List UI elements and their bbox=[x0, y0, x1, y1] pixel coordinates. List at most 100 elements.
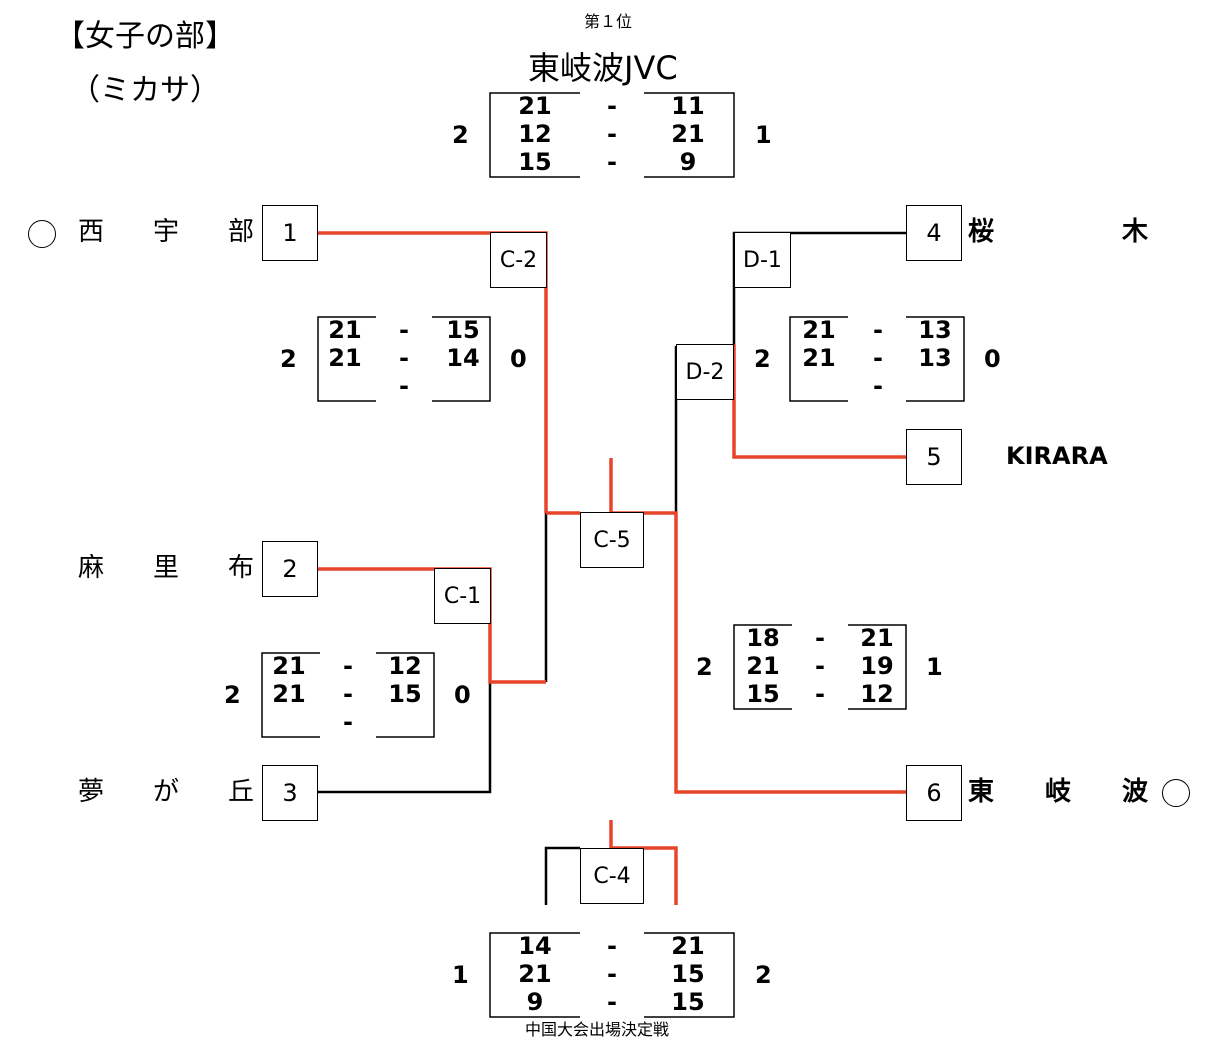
score-cell: 21 bbox=[328, 344, 362, 372]
team-1-name-char: 宇 bbox=[153, 217, 180, 247]
score-cell: 13 bbox=[918, 344, 952, 372]
score-cell: - bbox=[815, 624, 825, 652]
first-place-label: 第１位 bbox=[584, 12, 633, 31]
score-cell: - bbox=[343, 708, 353, 736]
score-cell: 14 bbox=[518, 932, 552, 960]
score-cell: - bbox=[343, 652, 353, 680]
score-cell: - bbox=[399, 344, 409, 372]
d1-left-sets: 2 bbox=[754, 345, 771, 373]
seed-box-2: 2 bbox=[262, 541, 318, 597]
team-2-name-char: 麻 bbox=[78, 553, 105, 583]
score-cell: - bbox=[607, 120, 617, 148]
score-cell: - bbox=[815, 680, 825, 708]
score-cell: 21 bbox=[328, 316, 362, 344]
team-4-name-char: 木 bbox=[1122, 217, 1149, 247]
match-box-d2: D-2 bbox=[676, 344, 734, 400]
final-right-sets: 1 bbox=[755, 121, 772, 149]
page-subtitle: （ミカサ） bbox=[70, 73, 220, 108]
score-cell: 21 bbox=[272, 652, 306, 680]
c2-left-sets: 2 bbox=[280, 345, 297, 373]
score-cell: 9 bbox=[679, 148, 697, 176]
team-6-name-char: 東 bbox=[968, 777, 995, 807]
d2-left-sets: 2 bbox=[696, 653, 713, 681]
score-cell: 12 bbox=[860, 680, 894, 708]
win-2-c1 bbox=[318, 567, 546, 684]
score-cell: - bbox=[815, 652, 825, 680]
team-5-name: KIRARA bbox=[1006, 442, 1108, 470]
score-cell: - bbox=[873, 372, 883, 400]
score-cell: - bbox=[607, 92, 617, 120]
champion-name: 東岐波JVC bbox=[528, 49, 678, 87]
team-4-name-char: 桜 bbox=[968, 217, 995, 247]
team-3-name-char: 丘 bbox=[228, 777, 255, 807]
page-title: 【女子の部】 bbox=[55, 19, 235, 54]
score-cell: - bbox=[607, 960, 617, 988]
team-2-name-char: 布 bbox=[228, 553, 255, 583]
score-cell: 15 bbox=[671, 960, 705, 988]
score-brackets bbox=[261, 92, 965, 1018]
score-cell: 21 bbox=[518, 960, 552, 988]
score-cell: 9 bbox=[526, 988, 544, 1016]
seed-box-1: 1 bbox=[262, 205, 318, 261]
bottom-label: 中国大会出場決定戦 bbox=[525, 1020, 670, 1039]
c2-right-sets: 0 bbox=[510, 345, 527, 373]
score-cell: 21 bbox=[671, 120, 705, 148]
score-cell: 21 bbox=[746, 652, 780, 680]
d2-right-sets: 1 bbox=[926, 653, 943, 681]
team-3-name-char: 夢 bbox=[78, 777, 105, 807]
score-cell: 14 bbox=[446, 344, 480, 372]
score-cell: 15 bbox=[671, 988, 705, 1016]
score-cell: 12 bbox=[388, 652, 422, 680]
score-cell: - bbox=[399, 316, 409, 344]
qualified-mark-icon bbox=[1162, 779, 1190, 807]
match-box-c4: C-4 bbox=[580, 848, 644, 904]
score-cell: 12 bbox=[518, 120, 552, 148]
score-cell: 21 bbox=[860, 624, 894, 652]
team-6-name-char: 波 bbox=[1122, 777, 1149, 807]
score-cell: - bbox=[873, 344, 883, 372]
team-1-name-char: 部 bbox=[228, 217, 255, 247]
line-c4-left bbox=[544, 846, 580, 905]
team-2-name-char: 里 bbox=[153, 553, 180, 583]
score-cell: 11 bbox=[671, 92, 705, 120]
score-cell: 18 bbox=[746, 624, 780, 652]
score-cell: - bbox=[873, 316, 883, 344]
score-cell: 15 bbox=[746, 680, 780, 708]
score-cell: - bbox=[607, 988, 617, 1016]
score-cell: 21 bbox=[272, 680, 306, 708]
score-cell: - bbox=[607, 932, 617, 960]
score-cell: 15 bbox=[446, 316, 480, 344]
score-cell: 13 bbox=[918, 316, 952, 344]
c1-left-sets: 2 bbox=[224, 681, 241, 709]
c1-right-sets: 0 bbox=[454, 681, 471, 709]
team-1-name-char: 西 bbox=[78, 217, 105, 247]
score-cell: 21 bbox=[802, 316, 836, 344]
seed-box-6: 6 bbox=[906, 765, 962, 821]
final-left-sets: 2 bbox=[452, 121, 469, 149]
score-cell: - bbox=[343, 680, 353, 708]
score-cell: 21 bbox=[518, 92, 552, 120]
score-cell: 15 bbox=[388, 680, 422, 708]
d1-right-sets: 0 bbox=[984, 345, 1001, 373]
team-6-name-char: 岐 bbox=[1045, 777, 1072, 807]
line-c1-c5 bbox=[544, 511, 580, 682]
c4-right-sets: 2 bbox=[755, 961, 772, 989]
score-cell: 19 bbox=[860, 652, 894, 680]
c4-left-sets: 1 bbox=[452, 961, 469, 989]
win-6-c5 bbox=[609, 458, 906, 794]
score-cell: 21 bbox=[802, 344, 836, 372]
seed-box-5: 5 bbox=[906, 429, 962, 485]
team-3-name-char: が bbox=[153, 777, 180, 807]
score-cell: 15 bbox=[518, 148, 552, 176]
match-box-c1: C-1 bbox=[434, 568, 491, 624]
match-box-c2: C-2 bbox=[490, 232, 547, 288]
line-3-c1 bbox=[318, 682, 492, 794]
seed-box-4: 4 bbox=[906, 205, 962, 261]
score-cell: - bbox=[399, 372, 409, 400]
score-cell: - bbox=[607, 148, 617, 176]
seed-box-3: 3 bbox=[262, 765, 318, 821]
qualified-mark-icon bbox=[28, 220, 56, 248]
match-box-d1: D-1 bbox=[734, 232, 791, 288]
score-cell: 21 bbox=[671, 932, 705, 960]
match-box-c5: C-5 bbox=[580, 512, 644, 568]
